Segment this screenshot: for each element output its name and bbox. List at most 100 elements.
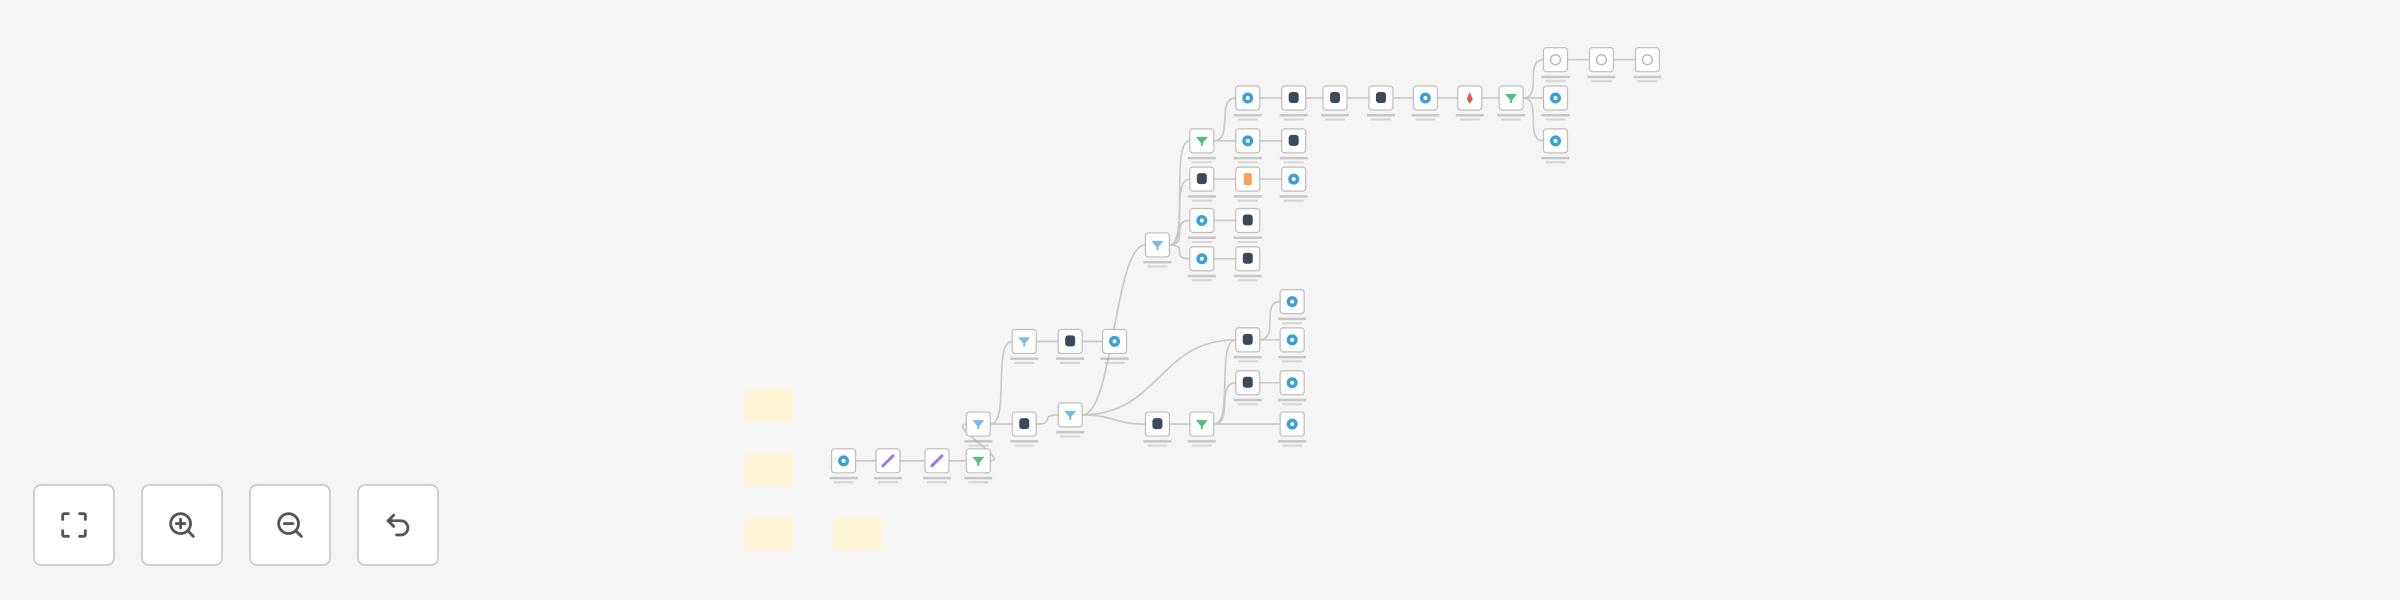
node-label [1233, 195, 1262, 198]
workflow-node[interactable] [1366, 85, 1395, 121]
workflow-node[interactable] [1233, 246, 1262, 282]
node-label [1633, 75, 1662, 79]
workflow-node[interactable] [1233, 128, 1262, 164]
node-subtitle [1545, 118, 1566, 121]
workflow-node[interactable] [1233, 370, 1262, 406]
workflow-node[interactable] [1143, 232, 1172, 268]
node-label [829, 476, 858, 480]
connection-edge[interactable] [990, 340, 1013, 425]
workflow-node[interactable] [829, 448, 858, 484]
workflow-node[interactable] [1278, 327, 1307, 363]
workflow-node[interactable] [1187, 246, 1216, 282]
node-subtitle [1191, 279, 1212, 282]
switch-icon [1064, 410, 1077, 420]
workflow-node[interactable] [1587, 47, 1616, 83]
connection-edge[interactable] [1082, 339, 1236, 416]
connection-edge[interactable] [1169, 244, 1190, 260]
node-subtitle [1283, 161, 1304, 164]
node-label [1233, 398, 1262, 402]
workflow-node[interactable] [1278, 289, 1307, 325]
database-icon [1152, 418, 1163, 430]
workflow-node[interactable] [1278, 370, 1307, 406]
pen-icon [930, 454, 944, 468]
node-label [1455, 113, 1484, 117]
workflow-node[interactable] [1056, 328, 1085, 364]
workflow-node[interactable] [1233, 327, 1262, 363]
node-subtitle [968, 481, 989, 484]
workflow-node[interactable] [1233, 85, 1262, 121]
http-icon [1242, 92, 1254, 104]
workflow-node[interactable] [873, 448, 902, 484]
connection-edge[interactable] [1169, 178, 1191, 246]
workflow-node[interactable] [1455, 85, 1484, 121]
connection-edge[interactable] [1036, 414, 1059, 425]
connection-edge[interactable] [1213, 381, 1236, 425]
workflow-node[interactable] [964, 448, 993, 484]
node-subtitle [1283, 118, 1304, 121]
zoom-in-button[interactable] [141, 484, 223, 566]
workflow-node[interactable] [1056, 402, 1085, 438]
node-label [1587, 75, 1616, 79]
connection-edge[interactable] [1522, 58, 1544, 99]
workflow-node[interactable] [1278, 411, 1307, 447]
switch-icon [1018, 337, 1031, 347]
filter-icon [1195, 420, 1208, 430]
connection-edge[interactable] [1169, 219, 1190, 246]
workflow-node[interactable] [1321, 85, 1350, 121]
zoom-out-button[interactable] [249, 484, 331, 566]
workflow-node[interactable] [1010, 411, 1039, 447]
workflow-node[interactable] [1541, 128, 1570, 164]
switch-icon [1151, 240, 1164, 250]
workflow-node[interactable] [1279, 166, 1308, 202]
node-subtitle [968, 444, 989, 447]
workflow-node[interactable] [1187, 128, 1216, 164]
sticky-note[interactable] [744, 388, 794, 422]
node-label [1278, 317, 1307, 321]
workflow-node[interactable] [1411, 85, 1440, 121]
node-label [1187, 236, 1216, 239]
connection-edge[interactable] [1213, 97, 1236, 142]
function-icon [1243, 173, 1252, 186]
workflow-node[interactable] [1279, 85, 1308, 121]
workflow-node[interactable] [1541, 85, 1570, 121]
node-subtitle [1191, 161, 1212, 164]
sticky-note[interactable] [832, 517, 882, 550]
workflow-node[interactable] [1633, 47, 1662, 83]
workflow-node[interactable] [1497, 85, 1526, 121]
connection-edge[interactable] [1169, 140, 1191, 246]
node-label [1187, 440, 1216, 443]
workflow-node[interactable] [1010, 328, 1039, 364]
filter-icon [1195, 136, 1208, 146]
node-label [1187, 195, 1216, 198]
sticky-note[interactable] [744, 453, 794, 486]
workflow-node[interactable] [964, 411, 993, 447]
workflow-node[interactable] [1233, 166, 1262, 202]
node-subtitle [1237, 240, 1258, 243]
node-subtitle [1370, 118, 1391, 121]
workflow-node[interactable] [1143, 411, 1172, 447]
workflow-node[interactable] [1187, 411, 1216, 447]
connection-edge[interactable] [1213, 339, 1237, 425]
http-icon [1286, 418, 1298, 430]
connection-edge[interactable] [1259, 300, 1281, 341]
fit-view-button[interactable] [33, 484, 115, 566]
node-label [1321, 113, 1350, 117]
sticky-note[interactable] [744, 517, 794, 550]
workflow-node[interactable] [1541, 47, 1570, 83]
generic-node-icon [1641, 53, 1654, 66]
workflow-node[interactable] [1100, 328, 1129, 364]
workflow-node[interactable] [1187, 207, 1216, 243]
workflow-node[interactable] [1233, 207, 1262, 243]
node-subtitle [1191, 444, 1212, 447]
workflow-node[interactable] [1279, 128, 1308, 164]
node-subtitle [926, 481, 947, 484]
connection-edge[interactable] [1522, 97, 1544, 142]
node-label [1233, 156, 1262, 160]
undo-button[interactable] [357, 484, 439, 566]
connection-edge[interactable] [1082, 414, 1146, 425]
node-label [1143, 440, 1172, 443]
workflow-node[interactable] [922, 448, 951, 484]
node-subtitle [1282, 403, 1303, 406]
workflow-node[interactable] [1187, 166, 1216, 202]
